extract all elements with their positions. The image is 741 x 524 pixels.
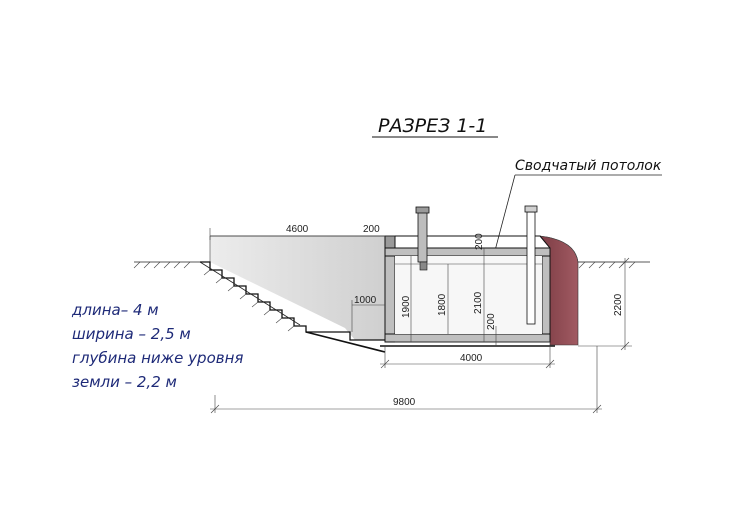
dim-1000-label: 1000 <box>354 295 377 306</box>
callout-label: Сводчатый потолок <box>515 158 662 174</box>
dim-4000-label: 4000 <box>460 353 483 364</box>
note-width: ширина – 2,5 м <box>72 325 191 343</box>
slope-bottom <box>305 331 386 353</box>
cellar-right-wall <box>541 255 551 343</box>
vent-cap-right <box>524 205 538 213</box>
cellar-interior <box>395 256 542 334</box>
ground-hatch-left <box>133 261 191 269</box>
dim-2200-tick-bottom <box>620 341 630 351</box>
dim-2100-label: 2100 <box>473 291 484 314</box>
vent-cap-left <box>415 206 430 214</box>
dim-2200-tick-top <box>620 257 630 267</box>
dim-9800-tick-left <box>210 404 220 414</box>
dim-200-floor-label: 200 <box>486 313 497 330</box>
cellar-left-wall <box>384 255 396 343</box>
dim-4600-label: 4600 <box>286 224 309 235</box>
dim-9800-tick-right <box>592 404 602 414</box>
ground-hatch-right <box>578 261 636 269</box>
note-depth-line2: земли – 2,2 м <box>72 373 177 391</box>
dim-9800-label: 9800 <box>393 397 416 408</box>
ramp-fill <box>210 236 388 340</box>
cellar-ceiling-slab <box>384 247 551 257</box>
dim-1800-label: 1800 <box>437 293 448 316</box>
dim-4000-tick-left <box>380 359 390 369</box>
cellar-floor-slab <box>384 333 551 343</box>
stair-slope-line <box>199 261 301 326</box>
vent-pipe-right <box>526 211 536 325</box>
dim-2200-label: 2200 <box>613 293 624 316</box>
drawing-title: РАЗРЕЗ 1-1 <box>378 115 487 137</box>
vent-pipe-left <box>417 211 428 263</box>
dim-200-ceiling-label: 200 <box>474 233 485 250</box>
dim-1900-label: 1900 <box>401 295 412 318</box>
stair-hatch <box>203 269 295 332</box>
dim-200-top-label: 200 <box>363 224 380 235</box>
dim-4000-tick-right <box>545 359 555 369</box>
vent-outlet-left <box>419 261 428 271</box>
note-length: длина– 4 м <box>71 301 159 319</box>
note-depth-line1: глубина ниже уровня <box>72 349 243 367</box>
